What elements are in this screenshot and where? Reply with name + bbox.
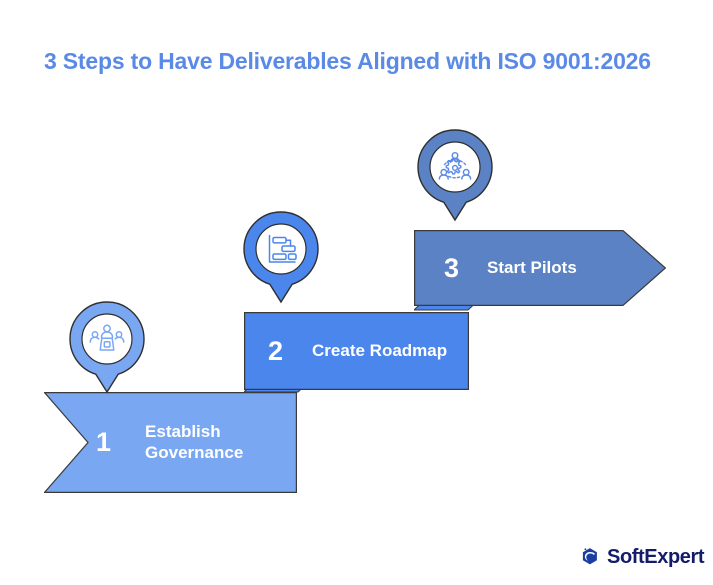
step-pin-3[interactable] xyxy=(414,128,496,222)
step-pin-3-shape xyxy=(417,129,493,222)
page-title: 3 Steps to Have Deliverables Aligned wit… xyxy=(44,48,651,74)
softexpert-logo: SoftExpert xyxy=(578,546,705,569)
step-pin-1[interactable] xyxy=(66,300,148,394)
step-pin-1-shape xyxy=(69,301,145,394)
step-label-1-line2: Governance xyxy=(145,442,244,462)
step-banner-1-shape xyxy=(44,392,297,493)
step-banner-2[interactable]: 2 Create Roadmap xyxy=(244,312,469,390)
step-banner-3-content: 3 Start Pilots xyxy=(444,230,577,306)
step-label-1-line1: Establish xyxy=(145,422,221,442)
logo-text: SoftExpert xyxy=(607,546,705,568)
step-number-1: 1 xyxy=(96,427,112,457)
softexpert-hexagon-swirl-icon xyxy=(582,548,597,565)
step-banner-1[interactable]: 1 Establish Governance xyxy=(44,392,297,493)
step-number-3: 3 xyxy=(444,252,460,283)
step-banner-3-shape xyxy=(414,230,666,306)
step-banner-3[interactable]: 3 Start Pilots xyxy=(414,230,666,306)
step-pin-2[interactable] xyxy=(240,210,322,304)
step-label-2: Create Roadmap xyxy=(312,340,448,360)
step-label-3: Start Pilots xyxy=(487,257,577,277)
step-label-1: Establish Governance xyxy=(145,422,243,462)
step-banner-2-shape xyxy=(244,312,469,390)
step-banner-1-content: 1 Establish Governance xyxy=(96,392,243,493)
step-banner-2-content: 2 Create Roadmap xyxy=(268,312,447,390)
step-pin-2-shape xyxy=(243,211,319,304)
step-number-2: 2 xyxy=(268,335,284,366)
